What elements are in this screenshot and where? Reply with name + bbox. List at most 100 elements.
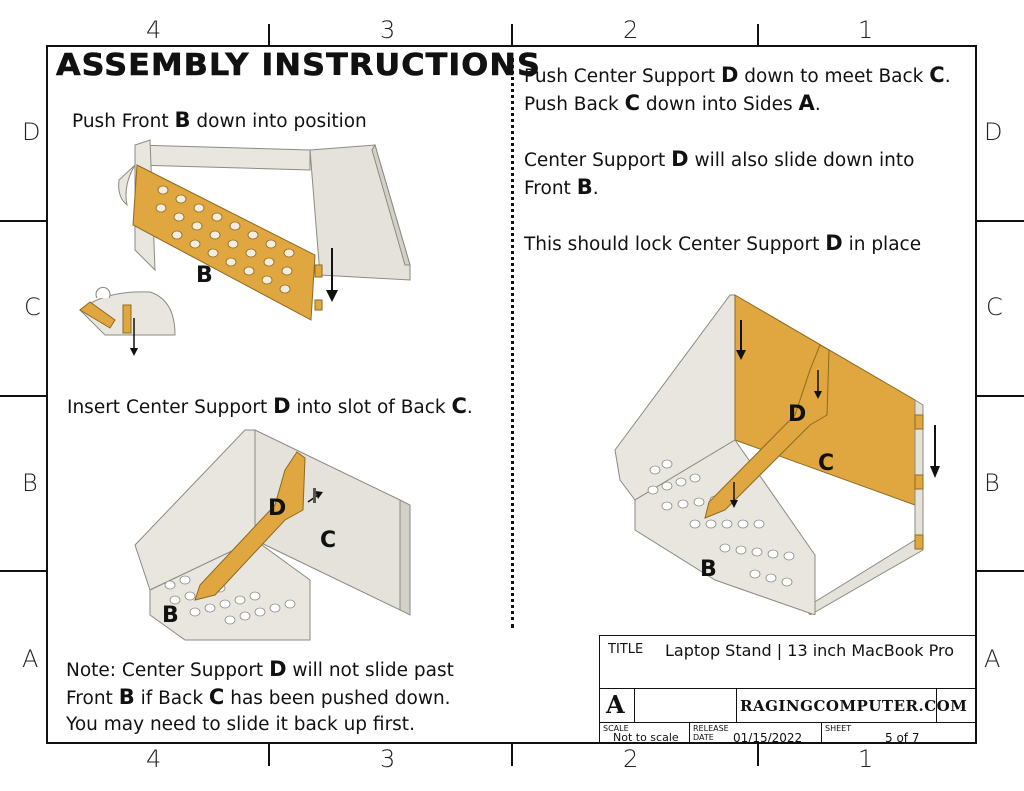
note-text: Note: Center Support <box>66 660 270 681</box>
step-text: in place <box>842 234 922 255</box>
figure-3-label-d: D <box>788 402 807 427</box>
zone-top-2: 2 <box>623 16 639 44</box>
scale-label: SCALE <box>603 724 629 733</box>
zone-tick <box>268 744 270 766</box>
zone-tick <box>511 744 513 766</box>
step-text: down into position <box>190 111 367 132</box>
title-block <box>599 635 977 744</box>
part-letter: D <box>269 657 287 681</box>
part-letter: C <box>929 63 945 87</box>
step-text: Push Front <box>72 111 175 132</box>
part-letter: D <box>671 147 689 171</box>
step-text: . <box>944 66 951 87</box>
zone-bottom-3: 3 <box>380 745 396 773</box>
right-step-line-1: Push Center Support D down to meet Back … <box>524 61 951 91</box>
right-step-line-4: Front B. <box>524 173 599 203</box>
title-block-divider <box>689 722 690 744</box>
zone-tick <box>0 395 46 397</box>
sheet-label: SHEET <box>825 724 852 733</box>
zone-tick <box>977 570 1024 572</box>
zone-left-a: A <box>22 645 39 673</box>
title-block-divider <box>634 688 635 722</box>
step-2-text: Insert Center Support D into slot of Bac… <box>67 392 473 422</box>
step-text: . <box>466 397 473 418</box>
note-text: has been pushed down. <box>224 688 451 709</box>
zone-right-c: C <box>986 293 1003 321</box>
figure-1-label-b: B <box>196 263 213 288</box>
step-text: This should lock Center Support <box>524 234 826 255</box>
note-text: will not slide past <box>286 660 454 681</box>
scale-value: Not to scale <box>613 731 679 744</box>
title-label: TITLE <box>608 642 644 657</box>
date-label: DATE <box>693 733 714 742</box>
brand-name: RAGINGCOMPUTER.COM <box>740 697 968 715</box>
part-letter: B <box>118 685 135 709</box>
zone-top-1: 1 <box>858 16 874 44</box>
zone-tick <box>977 395 1024 397</box>
release-date: 01/15/2022 <box>733 731 803 745</box>
right-step-line-3: Center Support D will also slide down in… <box>524 145 914 175</box>
zone-left-b: B <box>22 469 38 497</box>
step-text: down to meet Back <box>738 66 930 87</box>
zone-tick <box>0 220 46 222</box>
step-1-text: Push Front B down into position <box>72 106 367 136</box>
title-block-divider <box>936 688 937 722</box>
step-text: will also slide down into <box>688 150 915 171</box>
zone-top-3: 3 <box>380 16 396 44</box>
sheet-size: A <box>606 690 625 719</box>
zone-tick <box>757 744 759 766</box>
zone-tick <box>977 220 1024 222</box>
zone-top-4: 4 <box>146 16 162 44</box>
zone-right-b: B <box>984 469 1000 497</box>
note-line-3: You may need to slide it back up first. <box>66 714 415 735</box>
note-line-2: Front B if Back C has been pushed down. <box>66 683 451 713</box>
part-letter: B <box>174 108 191 132</box>
figure-2-label-c: C <box>320 528 337 553</box>
figure-front-b <box>79 139 411 356</box>
note-text: if Back <box>134 688 209 709</box>
figure-final-assembly <box>614 294 940 615</box>
drawing-border <box>46 45 977 744</box>
page-title: ASSEMBLY INSTRUCTIONS <box>56 48 542 84</box>
figure-3-label-b: B <box>700 557 717 582</box>
part-letter: D <box>720 63 739 87</box>
zone-left-c: C <box>24 293 41 321</box>
title-block-divider <box>736 688 737 722</box>
part-letter: D <box>825 231 843 255</box>
step-text: Push Center Support <box>524 66 721 87</box>
step-text: . <box>592 178 599 199</box>
step-text: down into Sides <box>640 94 799 115</box>
part-letter: D <box>273 394 291 418</box>
zone-bottom-2: 2 <box>623 745 639 773</box>
part-letter: C <box>624 91 641 115</box>
right-step-line-2: Push Back C down into Sides A. <box>524 89 821 119</box>
figure-center-support-insert <box>134 429 411 645</box>
step-text: Front <box>524 178 577 199</box>
part-letter: C <box>208 685 225 709</box>
zone-bottom-4: 4 <box>146 745 162 773</box>
step-text: . <box>814 94 821 115</box>
note-text: Front <box>66 688 119 709</box>
zone-right-a: A <box>984 645 1001 673</box>
zone-tick <box>0 570 46 572</box>
zone-tick <box>511 24 513 45</box>
part-letter: A <box>798 91 815 115</box>
right-step-line-5: This should lock Center Support D in pla… <box>524 229 921 259</box>
figure-2-label-b: B <box>162 603 179 628</box>
drawing-title: Laptop Stand | 13 inch MacBook Pro <box>665 641 955 660</box>
heart-holes <box>155 185 295 294</box>
part-letter: B <box>576 175 593 199</box>
zone-bottom-1: 1 <box>858 745 874 773</box>
title-block-divider <box>599 722 977 723</box>
sheet-number: 5 of 7 <box>885 731 920 745</box>
zone-left-d: D <box>22 118 41 146</box>
part-letter: C <box>451 394 467 418</box>
step-text: into slot of Back <box>290 397 452 418</box>
zone-right-d: D <box>984 118 1003 146</box>
note-line-1: Note: Center Support D will not slide pa… <box>66 655 454 685</box>
step-text: Insert Center Support <box>67 397 274 418</box>
release-label: RELEASE <box>693 724 729 733</box>
step-text: Push Back <box>524 94 625 115</box>
figure-2-label-d: D <box>268 496 287 521</box>
title-block-divider <box>599 688 977 689</box>
